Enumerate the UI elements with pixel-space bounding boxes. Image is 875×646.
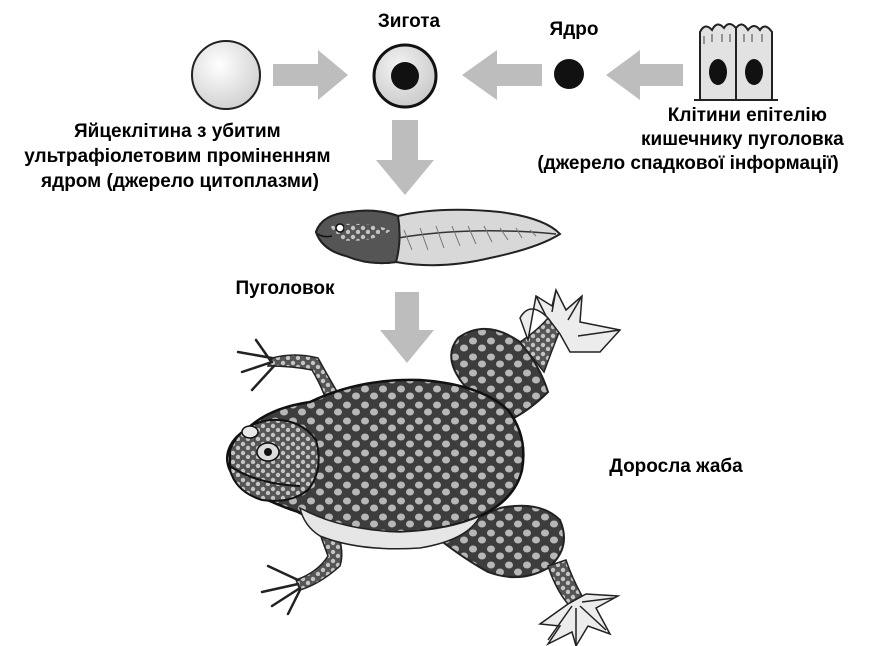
egg-line-1: Яйцеклітина з убитим: [74, 121, 281, 142]
label-nucleus: Ядро: [550, 19, 599, 40]
arrow-nucleus-to-zygote: [462, 50, 542, 100]
zygote-cell: [374, 45, 436, 107]
adult-frog: [227, 290, 620, 646]
arrow-zygote-to-tadpole: [376, 120, 434, 195]
egg-line-3: ядром (джерело цитоплазми): [40, 171, 319, 192]
arrow-tadpole-to-adult: [380, 292, 434, 363]
label-adult-frog: Доросла жаба: [609, 456, 743, 477]
epithelium-line-3: (джерело спадкової інформації): [537, 153, 838, 174]
label-tadpole: Пуголовок: [236, 278, 335, 299]
nucleus: [554, 59, 584, 89]
egg-line-2: ультрафіолетовим проміненням: [24, 146, 330, 167]
epithelium-line-1: Клітини епітелію: [668, 105, 827, 126]
label-egg-cell: Яйцеклітина з убитим ультрафіолетовим пр…: [24, 121, 336, 192]
tadpole: [316, 210, 560, 265]
epithelium-line-2: кишечнику пуголовка: [641, 129, 844, 150]
epithelium-cells: [694, 24, 778, 100]
arrow-egg-to-zygote: [273, 50, 348, 100]
egg-cell: [192, 41, 260, 109]
label-epithelium: Клітини епітелію кишечнику пуголовка (дж…: [537, 105, 849, 174]
label-zygote: Зигота: [378, 11, 441, 32]
arrow-cells-to-nucleus: [606, 50, 683, 100]
